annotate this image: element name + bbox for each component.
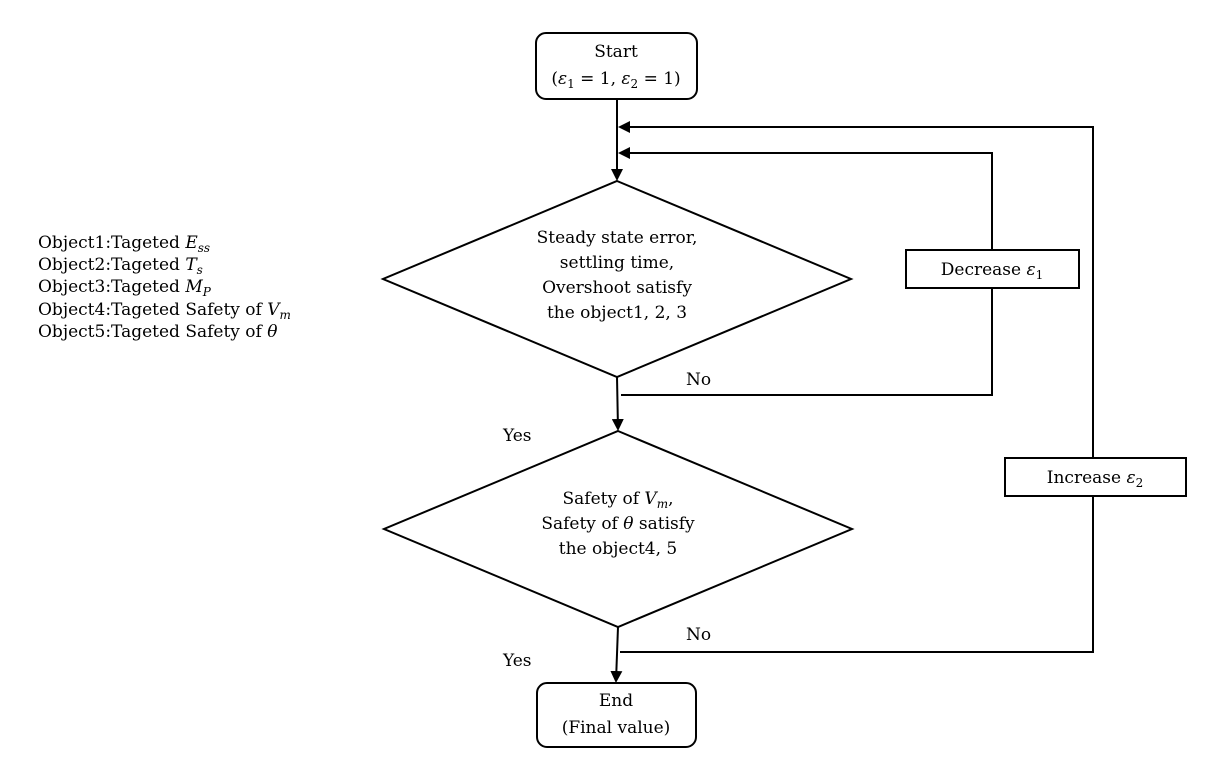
edge-yes-1 <box>611 376 624 431</box>
edge-no-2-loop <box>620 497 1094 653</box>
label-yes-2: Yes <box>502 651 532 671</box>
decrease-box <box>905 249 1080 289</box>
decision-1-line-3: Overshoot satisfy <box>542 278 692 298</box>
object-5: Object5:Tageted Safety of θ <box>38 322 277 342</box>
object-2: Object2:Tageted Ts <box>38 255 203 277</box>
edge-increase-to-top <box>618 121 1094 458</box>
decision-1-line-2: settling time, <box>560 253 674 273</box>
object-1: Object1:Tageted Ess <box>38 233 210 255</box>
end-sublabel: (Final value) <box>562 718 671 738</box>
end-label: End <box>599 691 633 711</box>
end-node <box>536 682 697 748</box>
edge-yes-2 <box>610 626 623 683</box>
object-3: Object3:Tageted MP <box>38 277 212 299</box>
label-no-2: No <box>686 625 711 645</box>
object-4: Object4:Tageted Safety of Vm <box>38 300 291 322</box>
decision-2-line-3: the object4, 5 <box>559 539 678 559</box>
label-yes-1: Yes <box>502 426 532 446</box>
decision-1-line-1: Steady state error, <box>537 228 698 248</box>
decision-2-line-1: Safety of Vm, <box>563 489 674 511</box>
edge-decrease-to-top <box>618 147 993 250</box>
start-condition: (ε1 = 1, ε2 = 1) <box>551 69 680 91</box>
decrease-label: Decrease ε1 <box>941 260 1044 282</box>
increase-label: Increase ε2 <box>1047 468 1143 490</box>
start-label: Start <box>594 42 638 62</box>
edge-no-1-loop <box>621 289 993 396</box>
increase-box <box>1004 457 1187 497</box>
decision-1-line-4: the object1, 2, 3 <box>547 303 687 323</box>
objects-list: Object1:Tageted Ess Object2:Tageted Ts O… <box>38 233 291 342</box>
decision-2-line-2: Safety of θ satisfy <box>541 514 695 534</box>
label-no-1: No <box>686 370 711 390</box>
